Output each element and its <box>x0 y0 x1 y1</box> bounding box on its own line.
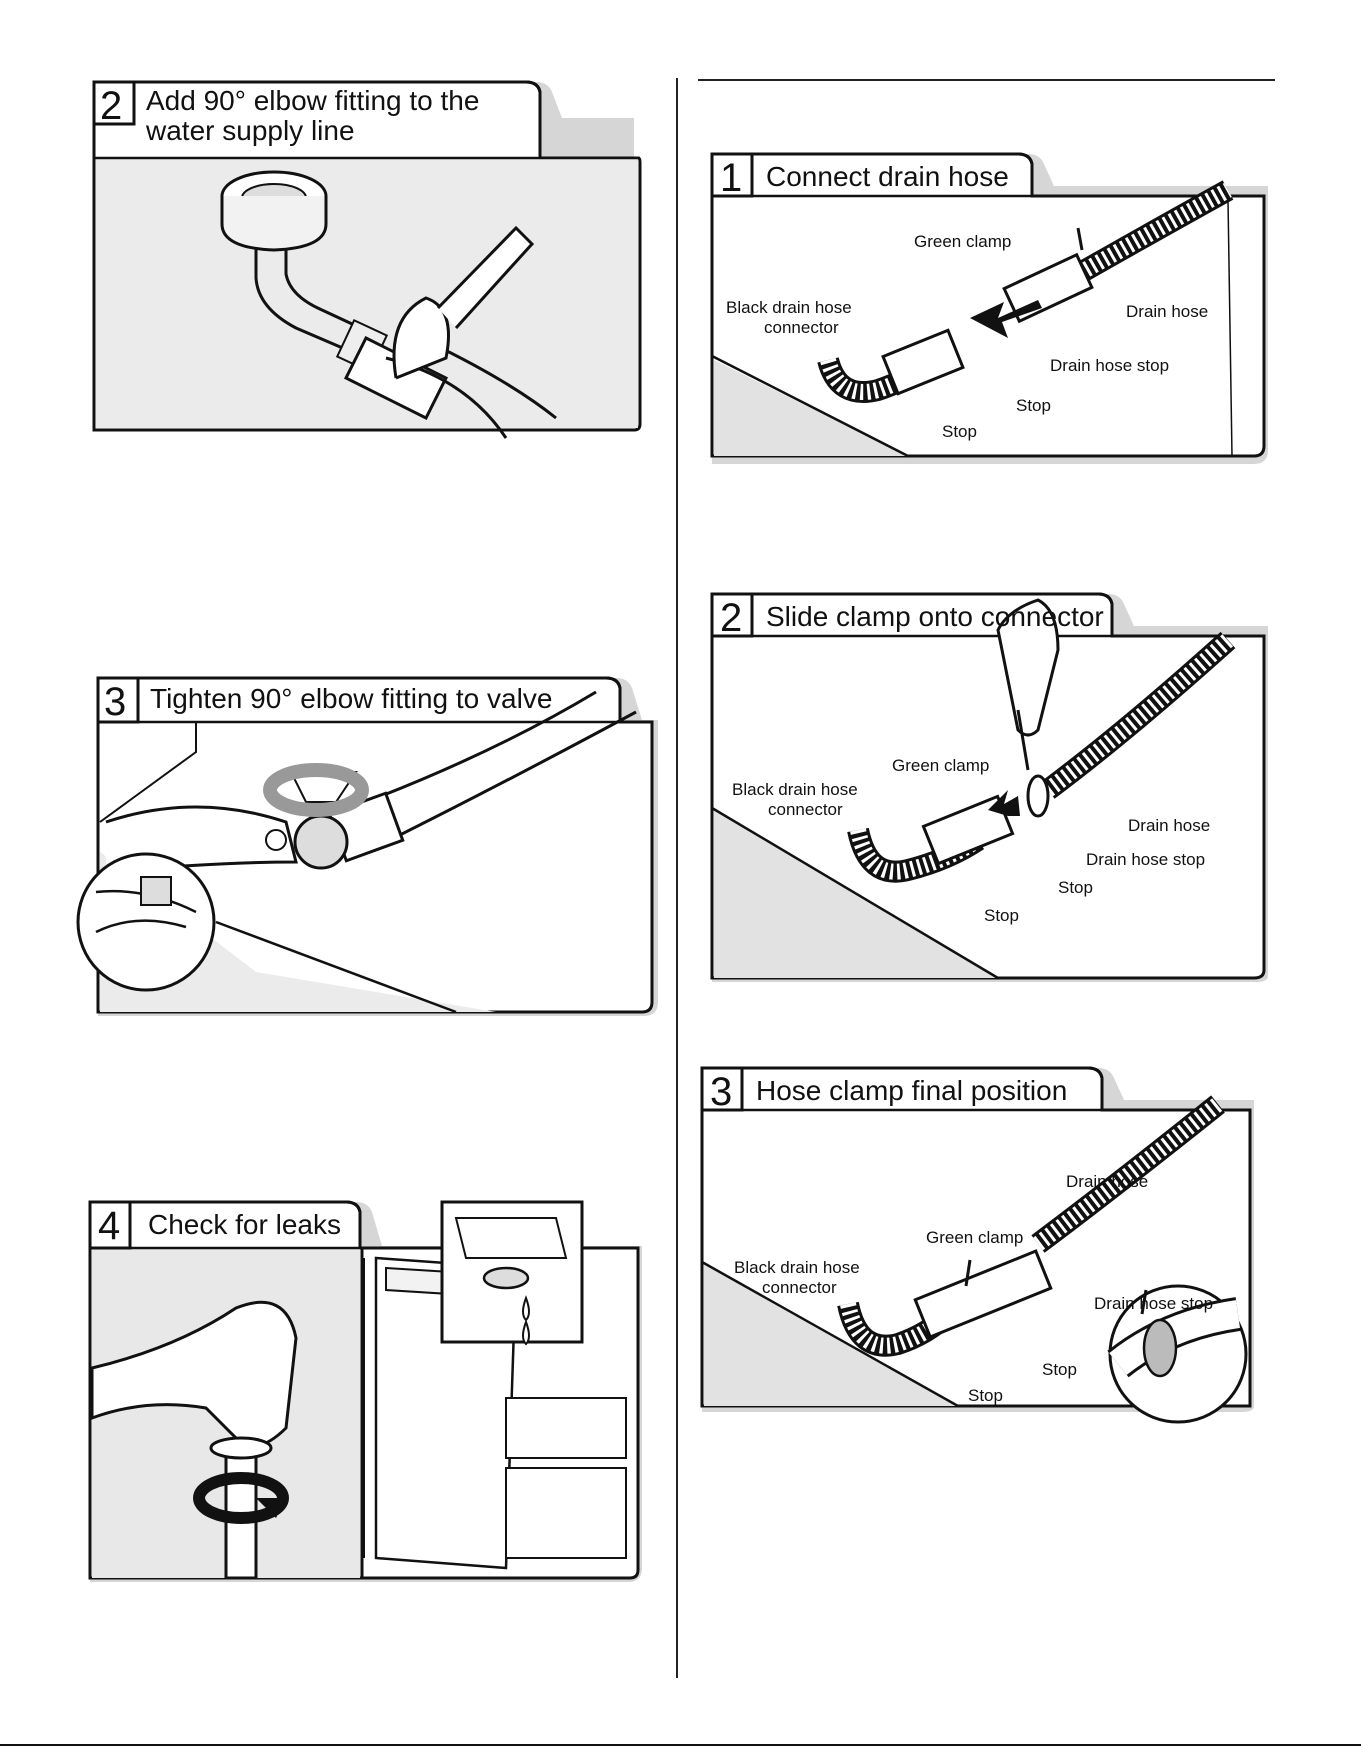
label-stop-b: Stop <box>968 1386 1003 1405</box>
label-stop-b: Stop <box>942 422 977 441</box>
illustration-check-leaks <box>88 1200 642 1582</box>
step-number: 1 <box>720 156 743 200</box>
panel-left-step3: 3 Tighten 90° elbow fitting to valve <box>76 672 658 1032</box>
step-title: Connect drain hose <box>766 161 1009 192</box>
illustration-tighten-elbow <box>76 676 658 1016</box>
column-divider <box>676 78 678 1678</box>
label-green-clamp: Green clamp <box>926 1228 1024 1247</box>
panel-right-step3: 3 Hose clamp final position Drain hose G… <box>698 1064 1268 1454</box>
label-drain-hose: Drain hose <box>1128 816 1211 835</box>
label-green-clamp: Green clamp <box>914 232 1012 251</box>
label-stop-a: Stop <box>1058 878 1093 897</box>
label-drain-hose-stop: Drain hose stop <box>1094 1294 1214 1313</box>
label-black-connector-line1: Black drain hose <box>726 298 852 317</box>
label-black-connector-line2: connector <box>768 800 843 819</box>
panel-left-step2: 2 Add 90° elbow fitting to the water sup… <box>86 78 646 439</box>
panel-right-step1: 1 Connect drain hose Green clamp Black d… <box>708 150 1268 470</box>
label-stop-a: Stop <box>1042 1360 1077 1379</box>
label-drain-hose: Drain hose <box>1066 1172 1149 1191</box>
step-number: 2 <box>720 596 743 640</box>
step-number: 3 <box>710 1070 733 1114</box>
illustration-connect-drain-hose <box>710 152 1268 464</box>
step-title: Hose clamp final position <box>756 1075 1068 1106</box>
panel-right-step2: 2 Slide clamp onto connector Green clamp… <box>708 590 1268 990</box>
label-stop-a: Stop <box>1016 396 1051 415</box>
label-drain-hose: Drain hose <box>1126 302 1209 321</box>
label-black-connector-line1: Black drain hose <box>732 780 858 799</box>
label-green-clamp: Green clamp <box>892 756 990 775</box>
illustration-hose-clamp-final <box>700 1066 1254 1424</box>
label-black-connector-line2: connector <box>764 318 839 337</box>
step-number: 2 <box>100 84 123 128</box>
label-drain-hose-stop: Drain hose stop <box>1086 850 1206 869</box>
label-stop-b: Stop <box>984 906 1019 925</box>
page-bottom-edge <box>0 1744 1361 1746</box>
step-title: Slide clamp onto connector <box>766 601 1104 632</box>
step-title-line1: Add 90° elbow fitting to the <box>146 85 480 116</box>
step-title: Tighten 90° elbow fitting to valve <box>150 683 553 714</box>
step-number: 3 <box>104 680 127 724</box>
step-title-line2: water supply line <box>146 115 355 146</box>
label-black-connector-line1: Black drain hose <box>734 1258 860 1277</box>
label-black-connector-line2: connector <box>762 1278 837 1297</box>
illustration-elbow-fitting <box>92 80 642 439</box>
panel-left-step4: 4 Check for leaks <box>86 1198 656 1588</box>
illustration-slide-clamp <box>710 592 1268 982</box>
step-number: 4 <box>98 1204 121 1248</box>
label-drain-hose-stop: Drain hose stop <box>1050 356 1170 375</box>
section-top-rule <box>698 79 1275 81</box>
step-title: Check for leaks <box>148 1209 341 1240</box>
